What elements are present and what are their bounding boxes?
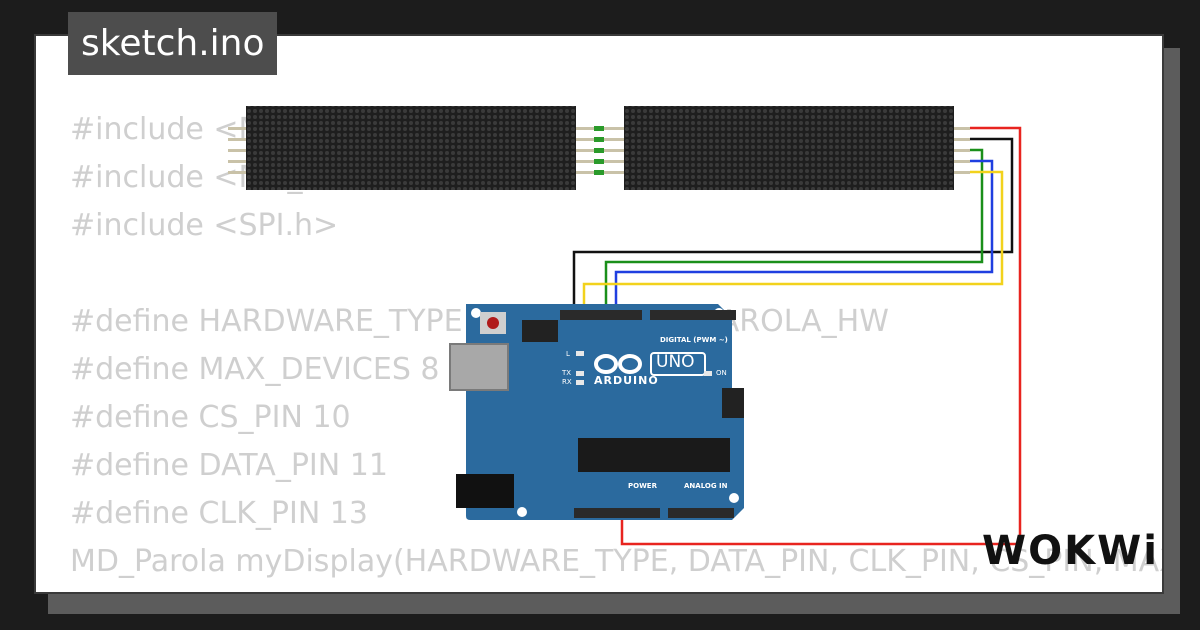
analog-header — [668, 508, 734, 518]
power-label: POWER — [628, 482, 657, 490]
matrix-chain-connectors — [576, 126, 624, 175]
wire-cs — [614, 159, 994, 318]
led-label-on: ON — [716, 369, 727, 377]
led-matrix-left[interactable] — [228, 106, 576, 190]
led-label-rx: RX — [562, 378, 572, 386]
wires — [572, 126, 1022, 546]
digital-header-1 — [560, 310, 642, 320]
wire-vcc — [620, 126, 1022, 546]
atmega-chip — [578, 438, 730, 472]
wire-gnd — [572, 137, 1014, 318]
code-line: #define CS_PIN 10 — [70, 400, 351, 435]
file-title: sketch.ino — [68, 12, 278, 75]
board-model: UNO — [656, 352, 695, 372]
code-line: #define MAX_DEVICES 8 — [70, 352, 440, 387]
arduino-uno-board[interactable] — [449, 304, 744, 520]
led-matrix-right[interactable] — [624, 106, 970, 190]
power-header — [574, 508, 660, 518]
led-label-tx: TX — [562, 369, 572, 377]
code-line: #include <SPI.h> — [70, 208, 339, 243]
usb-port — [449, 343, 509, 391]
power-jack — [456, 474, 514, 508]
digital-header-2 — [650, 310, 736, 320]
wire-din — [604, 148, 984, 318]
code-line: #define DATA_PIN 11 — [70, 448, 388, 483]
board-brand: ARDUINO — [594, 374, 659, 387]
wire-clk — [582, 170, 1004, 318]
code-line: MD_Parola myDisplay(HARDWARE_TYPE, DATA_… — [70, 544, 1162, 579]
analog-label: ANALOG IN — [684, 482, 728, 490]
digital-label: DIGITAL (PWM ~) — [660, 336, 728, 344]
led-label-l: L — [566, 350, 570, 358]
arduino-logo — [594, 354, 642, 374]
wokwi-logo: WOKWi — [982, 528, 1159, 574]
code-line: #define CLK_PIN 13 — [70, 496, 368, 531]
